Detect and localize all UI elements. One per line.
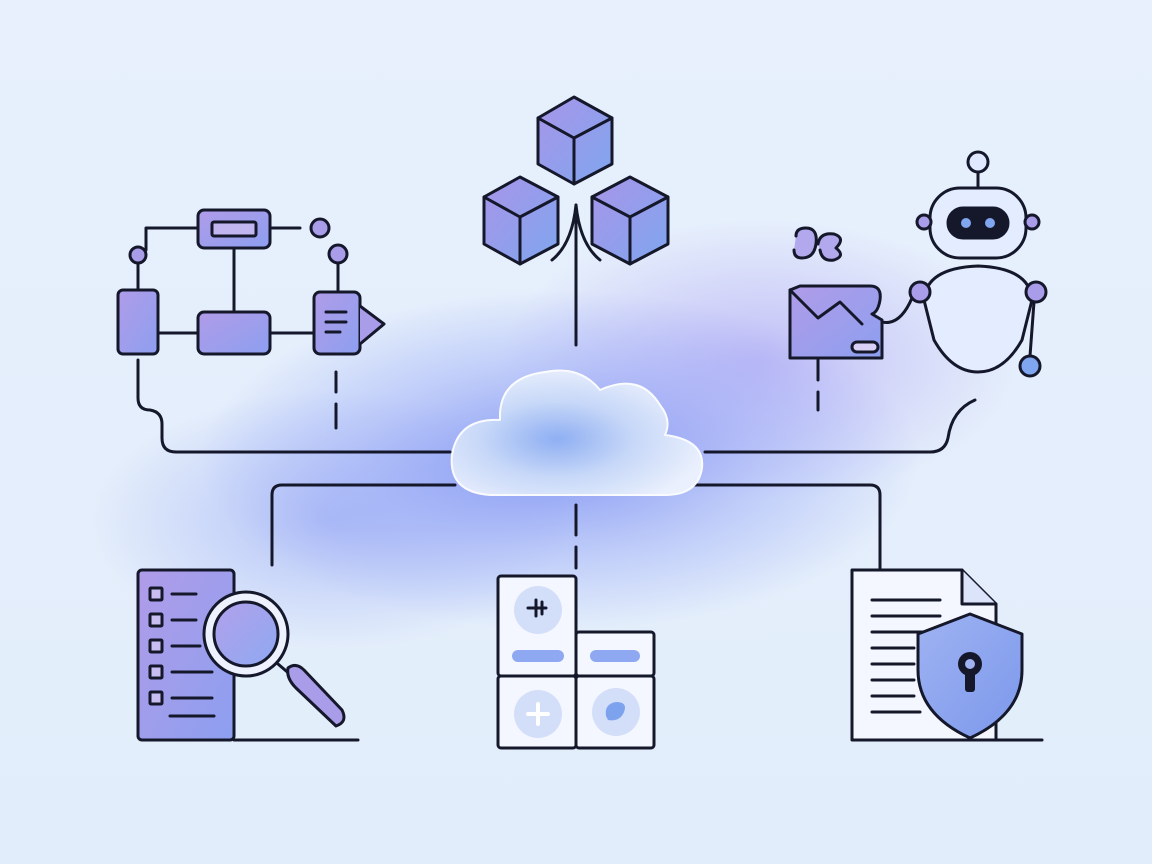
connector-lines (136, 203, 977, 570)
flowchart-icon (116, 208, 386, 356)
secure-document-icon (850, 568, 1044, 742)
document-search-icon (136, 568, 360, 742)
cube-top (536, 95, 614, 186)
cloud-icon (450, 369, 704, 496)
cube-left (482, 175, 560, 266)
robot-icon (908, 150, 1048, 378)
cubes-icon (482, 95, 670, 266)
cube-right (590, 175, 670, 266)
app-grid-icon (496, 574, 656, 750)
wallet-icon (788, 226, 914, 360)
